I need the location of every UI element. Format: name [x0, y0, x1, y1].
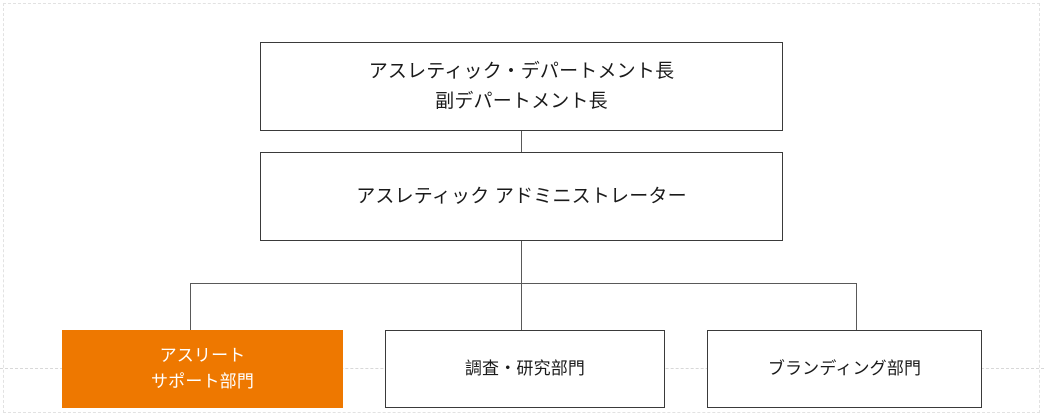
node-athlete-support-division-line1: アスリート [159, 345, 246, 365]
node-research-division[interactable]: 調査・研究部門 [385, 330, 665, 408]
node-branding-division-line1: ブランディング部門 [767, 358, 922, 378]
connector-drop-athlete-support [190, 283, 191, 330]
connector-drop-research [521, 283, 522, 330]
node-athletic-administrator[interactable]: アスレティック アドミニストレーター [260, 152, 783, 241]
node-research-division-line1: 調査・研究部門 [464, 358, 586, 378]
connector-head-to-administrator [521, 131, 522, 152]
connector-drop-branding [856, 283, 857, 330]
node-athletic-department-head-line2: 副デパートメント長 [435, 90, 608, 112]
node-athletic-administrator-line1: アスレティック アドミニストレーター [356, 185, 687, 207]
node-athletic-department-head-line1: アスレティック・デパートメント長 [368, 61, 675, 83]
node-athlete-support-division-line2: サポート部門 [150, 372, 255, 391]
node-athlete-support-division[interactable]: アスリート サポート部門 [62, 330, 343, 408]
node-athletic-department-head[interactable]: アスレティック・デパートメント長 副デパートメント長 [260, 42, 783, 131]
node-branding-division[interactable]: ブランディング部門 [707, 330, 982, 408]
connector-distribution-bar [190, 283, 856, 284]
connector-administrator-stem [521, 241, 522, 283]
